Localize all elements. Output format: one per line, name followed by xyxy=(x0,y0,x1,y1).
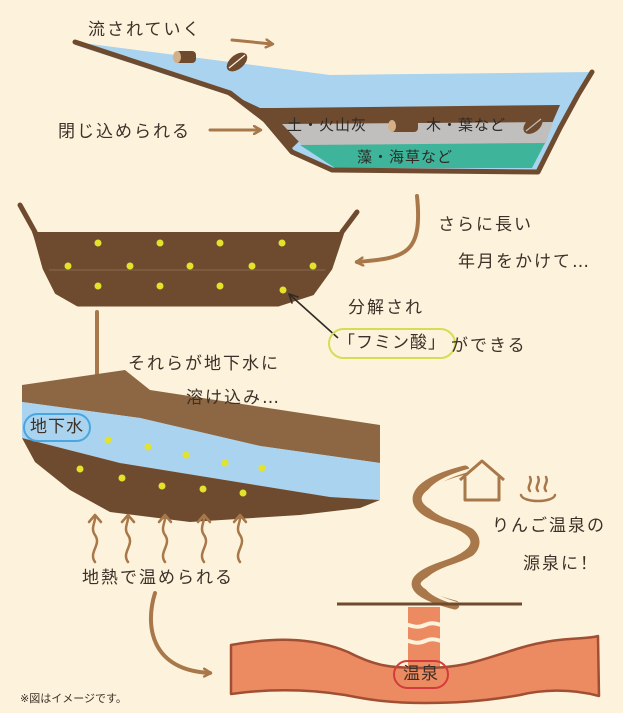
hot-spring-icon xyxy=(519,475,557,503)
pointer-arrow xyxy=(288,293,339,339)
long-time-arrow xyxy=(357,194,420,262)
can-form-label: ができる xyxy=(451,336,527,356)
algae-label: 藻・海草など xyxy=(357,148,454,166)
onsen-badge: 温泉 xyxy=(393,660,449,689)
long-time-label-1: さらに長い xyxy=(438,215,533,235)
soil-ash-label: 土・火山灰 xyxy=(287,116,368,134)
source-label-1: りんご温泉の xyxy=(492,516,606,536)
groundwater-band xyxy=(22,402,380,500)
groundwater-badge: 地下水 xyxy=(23,413,91,442)
ash-layer xyxy=(282,122,553,145)
sediment-basin xyxy=(17,202,360,307)
lake-rim xyxy=(72,39,595,175)
onsen-arrow xyxy=(148,591,210,673)
heat-arrows xyxy=(87,513,248,564)
rising-steam-icon xyxy=(411,465,480,610)
humic-acid-dots xyxy=(64,239,317,294)
flow-label: 流されていく xyxy=(88,20,202,40)
hot-spring-reservoir xyxy=(229,634,601,705)
lake-basin xyxy=(72,39,595,175)
basin-rim xyxy=(17,202,360,307)
dissolve-label-2: 溶け込み… xyxy=(186,388,281,408)
trapped-label: 閉じ込められる xyxy=(58,122,191,142)
decomposed-label: 分解され xyxy=(348,298,424,318)
house-icon xyxy=(459,459,505,502)
geothermal-label: 地熱で温められる xyxy=(82,568,234,588)
leaf-icon xyxy=(226,52,248,72)
flow-arrow xyxy=(230,40,272,44)
humic-acid-badge: 「フミン酸」 xyxy=(328,328,456,359)
dissolve-label-1: それらが地下水に xyxy=(128,354,280,374)
wood-leaf-label: 木・葉など xyxy=(426,116,507,134)
top-soil-band xyxy=(22,370,380,463)
source-label-2: 源泉に！ xyxy=(523,554,599,574)
log-icon xyxy=(388,120,418,132)
disclaimer-note: ※図はイメージです。 xyxy=(20,692,127,705)
dissolved-dots xyxy=(76,436,266,497)
algae-layer xyxy=(300,143,545,168)
spring-pipe xyxy=(391,607,457,669)
leaf-icon xyxy=(523,116,543,134)
long-time-label-2: 年月をかけて… xyxy=(458,252,591,272)
lower-soil-band xyxy=(22,438,380,522)
log-icon xyxy=(173,51,196,63)
groundwater-strata xyxy=(22,370,380,522)
